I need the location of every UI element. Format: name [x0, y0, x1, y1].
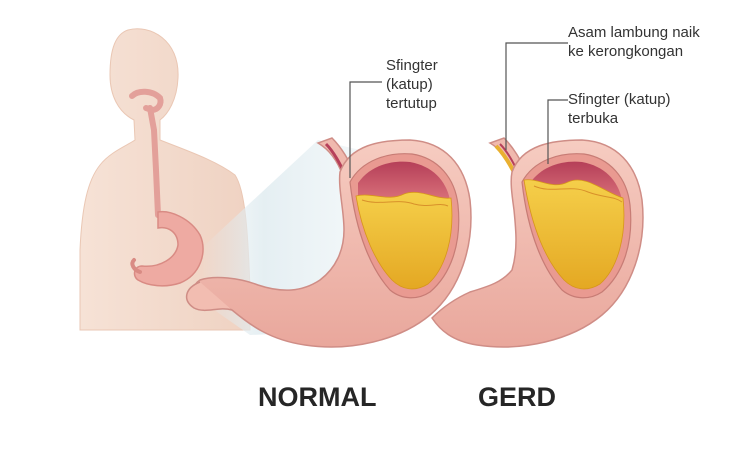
- label-line: Sfingter: [386, 57, 438, 74]
- gerd-title: GERD: [478, 382, 556, 412]
- label-line: (katup): [386, 76, 433, 93]
- gerd-acid-label: Asam lambung naik ke kerongkongan: [568, 24, 704, 60]
- label-line: Asam lambung naik: [568, 24, 700, 41]
- digestive-tract: [129, 88, 204, 287]
- normal-title: NORMAL: [258, 382, 376, 412]
- label-line: tertutup: [386, 95, 437, 112]
- gerd-stomach: [431, 137, 644, 348]
- label-line: terbuka: [568, 110, 619, 127]
- normal-stomach: [185, 137, 472, 348]
- leader-lines: [349, 42, 568, 178]
- gerd-sphincter-label: Sfingter (katup) terbuka: [568, 91, 675, 127]
- label-line: Sfingter (katup): [568, 91, 671, 108]
- label-line: ke kerongkongan: [568, 43, 683, 60]
- normal-sphincter-label: Sfingter (katup) tertutup: [386, 57, 442, 112]
